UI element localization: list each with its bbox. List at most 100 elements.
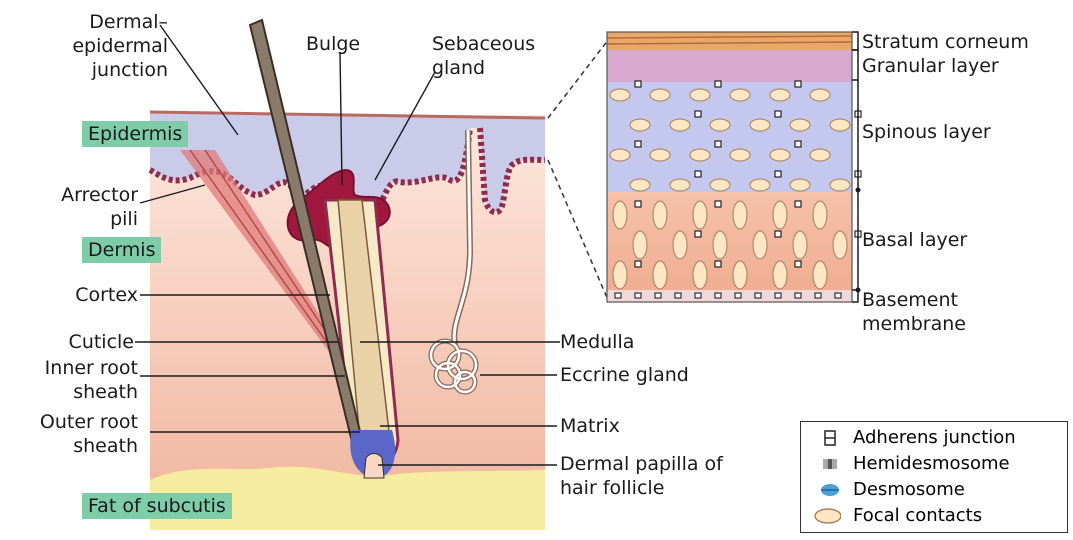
granular-layer-region [607,50,852,82]
inner-root-sheath-label: Inner root sheath [0,356,138,404]
cell-nucleus [750,119,770,131]
bulge-label: Bulge [306,32,360,56]
cell-nucleus [733,201,747,229]
cell-nucleus [670,119,690,131]
cell-nucleus [733,261,747,289]
adherens-junction-mark [715,261,721,267]
adherens-junction-mark [775,111,781,117]
hemidesmosome-mark [775,293,781,298]
adherens-junction-mark [795,201,801,207]
adherens-junction-mark [715,201,721,207]
cell-nucleus [630,119,650,131]
cell-nucleus [710,119,730,131]
cell-nucleus [730,149,750,161]
cell-nucleus [673,231,687,259]
stratum-corneum-region [607,32,852,50]
zoom-line-top [548,35,612,118]
cell-nucleus [773,201,787,229]
cuticle-label: Cuticle [30,330,134,354]
magnified-epidermis [607,32,861,302]
cell-nucleus [610,89,630,101]
cell-nucleus [753,231,767,259]
hemidesmosome-mark [635,293,641,298]
cell-nucleus [830,179,850,191]
cell-nucleus [613,261,627,289]
adherens-junction-mark [775,231,781,237]
hemidesmosome-mark [655,293,661,298]
cell-nucleus [790,119,810,131]
granular-layer-label: Granular layer [862,54,999,78]
cell-nucleus [650,149,670,161]
cell-nucleus [833,231,847,259]
adherens-junction-mark [635,141,641,147]
dermal-papilla-label: Dermal papilla of hair follicle [560,452,723,500]
matrix-label: Matrix [560,414,620,438]
adherens-junction-mark [695,231,701,237]
adherens-junction-mark [635,201,641,207]
dermis-label: Dermis [82,237,161,263]
adherens-junction-mark [795,141,801,147]
dermal-epidermal-junction-label: Dermal– epidermal junction [50,10,168,82]
cell-nucleus [773,261,787,289]
sebaceous-gland-label: Sebaceous gland [432,32,535,80]
eccrine-gland-label: Eccrine gland [560,363,689,387]
adherens-junction-mark [715,141,721,147]
cell-nucleus [710,179,730,191]
hemidesmosome-icon [815,452,845,476]
cell-nucleus [690,89,710,101]
arrector-pili-label: Arrector pili [30,183,138,231]
cell-nucleus [770,149,790,161]
adherens-junction-mark [795,81,801,87]
cell-nucleus [653,201,667,229]
epidermis-label: Epidermis [82,121,188,147]
basement-membrane-label: Basement membrane [862,288,966,336]
legend: Adherens junction Hemidesmosome Desmosom… [800,421,1068,533]
cell-nucleus [713,231,727,259]
adherens-junction-mark [695,171,701,177]
adherens-junction-mark [635,261,641,267]
adherens-junction-mark [635,81,641,87]
adherens-junction-mark [795,261,801,267]
hemidesmosome-mark [735,293,741,298]
cell-nucleus [693,201,707,229]
cell-nucleus [813,261,827,289]
cell-nucleus [653,261,667,289]
dermal-papilla [364,454,384,479]
legend-label: Hemidesmosome [853,452,1010,476]
cell-nucleus [670,179,690,191]
legend-label: Desmosome [853,478,965,502]
zoom-line-bottom [548,160,608,300]
cell-nucleus [610,149,630,161]
cell-nucleus [650,89,670,101]
cortex-label: Cortex [30,283,138,307]
basal-layer-label: Basal layer [862,228,967,252]
cell-nucleus [793,231,807,259]
cell-nucleus [830,119,850,131]
layer-brackets [852,32,858,302]
hemidesmosome-mark [695,293,701,298]
hemidesmosome-mark [815,293,821,298]
legend-label: Adherens junction [853,426,1016,450]
fat-of-subcutis-label: Fat of subcutis [82,493,232,519]
medulla-label: Medulla [560,330,634,354]
cell-nucleus [770,89,790,101]
hemidesmosome-mark [795,293,801,298]
cell-nucleus [730,89,750,101]
hemidesmosome-mark [715,293,721,298]
cell-nucleus [630,179,650,191]
cell-nucleus [813,201,827,229]
cell-nucleus [810,149,830,161]
cell-nucleus [810,89,830,101]
hemidesmosome-mark [835,293,841,298]
focal-contact-icon [811,504,841,528]
legend-label: Focal contacts [853,504,982,528]
adherens-junction-mark [775,171,781,177]
hemidesmosome-mark [755,293,761,298]
cell-nucleus [633,231,647,259]
desmosome-icon [815,478,845,502]
cell-nucleus [750,179,770,191]
cell-nucleus [790,179,810,191]
adherens-junction-mark [715,81,721,87]
hemidesmosome-mark [615,293,621,298]
cell-nucleus [690,149,710,161]
